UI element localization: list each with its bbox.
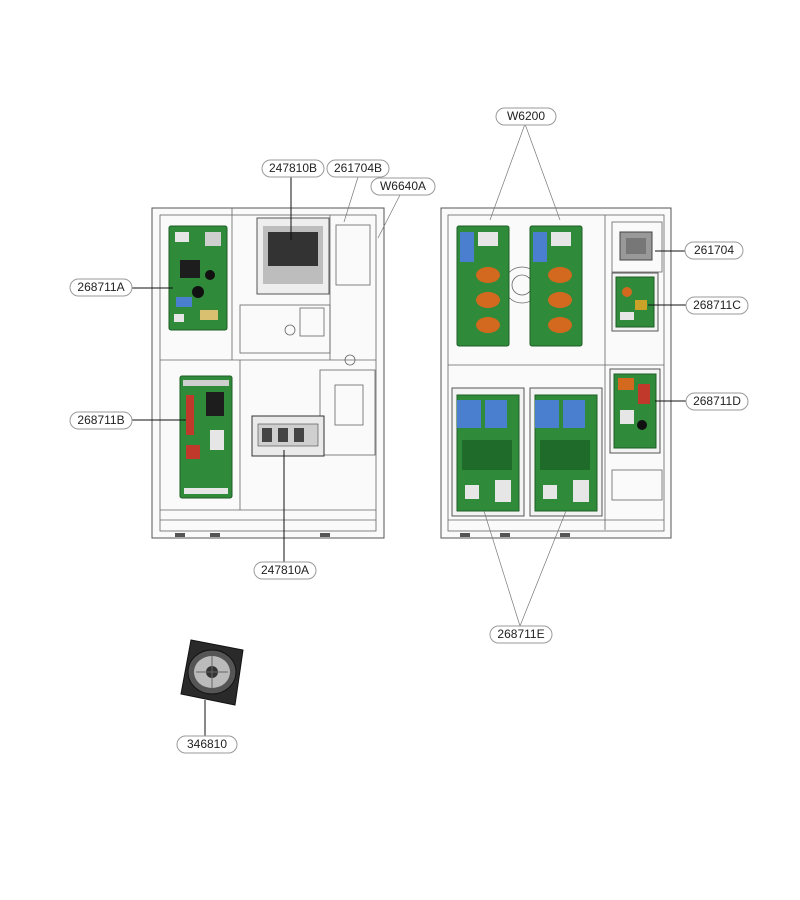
- callout-247810b: 247810B: [261, 159, 325, 178]
- callout-label: W6200: [507, 109, 545, 123]
- callout-label: 268711A: [77, 280, 124, 294]
- callout-346810: 346810: [176, 735, 238, 754]
- pcb-268711c: [611, 272, 659, 332]
- callout-268711b: 268711B: [69, 411, 133, 430]
- cooling-fan-346810: [180, 639, 244, 706]
- callout-268711e: 268711E: [489, 625, 553, 644]
- callout-w6200: W6200: [495, 107, 557, 126]
- callout-label: 247810B: [269, 161, 317, 175]
- callout-label: 261704B: [334, 161, 382, 175]
- callout-268711c: 268711C: [685, 296, 749, 315]
- inverter-pcb-268711e-right: [529, 387, 603, 517]
- callout-label: W6640A: [380, 179, 426, 193]
- callout-268711d: 268711D: [685, 392, 749, 411]
- callout-w6640a: W6640A: [370, 177, 436, 196]
- leader-lines: [130, 123, 686, 736]
- callout-label: 261704: [694, 243, 734, 257]
- callout-261704b: 261704B: [326, 159, 390, 178]
- callout-label: 268711E: [497, 627, 544, 641]
- inverter-pcb-w6200-right: [529, 225, 583, 347]
- pcb-268711d: [609, 368, 661, 454]
- callout-label: 247810A: [261, 563, 309, 577]
- pcb-268711a: [168, 225, 228, 331]
- callout-247810a: 247810A: [253, 561, 317, 580]
- callout-label: 346810: [187, 737, 227, 751]
- callout-label: 268711D: [693, 394, 741, 408]
- inverter-pcb-w6200-left: [456, 225, 510, 347]
- callout-261704: 261704: [684, 241, 744, 260]
- callout-label: 268711C: [693, 298, 741, 312]
- callout-label: 268711B: [77, 413, 124, 427]
- transformer-261704: [619, 231, 653, 261]
- pcb-268711b: [179, 375, 233, 499]
- display-247810b: [256, 217, 330, 295]
- callout-268711a: 268711A: [69, 278, 133, 297]
- board-247810a: [251, 415, 325, 457]
- inverter-pcb-268711e-left: [451, 387, 525, 517]
